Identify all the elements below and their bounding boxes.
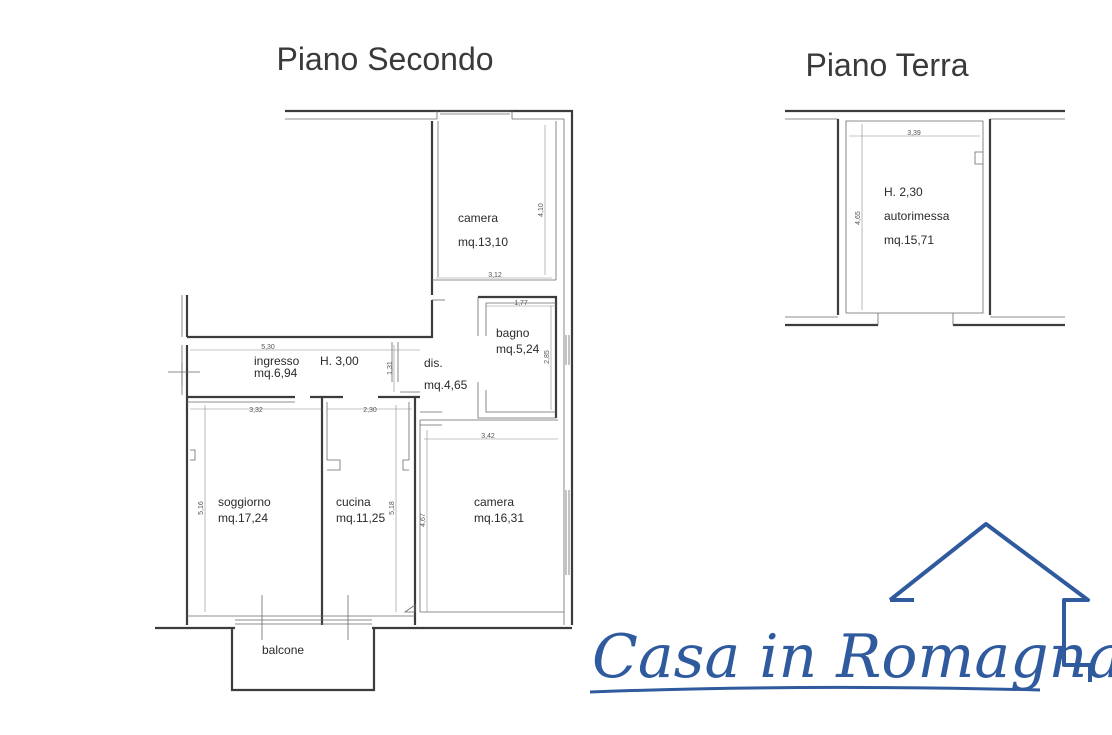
room-soggiorno-area: mq.17,24: [218, 511, 268, 525]
title-piano-terra: Piano Terra: [805, 47, 968, 83]
dim-bagno-width: 1,77: [514, 300, 528, 307]
room-soggiorno-name: soggiorno: [218, 495, 271, 509]
dim-soggiorno-width: 3,32: [249, 407, 263, 414]
dim-camera-top-width: 3,12: [488, 272, 502, 279]
room-autorimessa-height: H. 2,30: [884, 185, 923, 199]
room-bagno-area: mq.5,24: [496, 342, 540, 356]
room-ingresso-height: H. 3,00: [320, 354, 359, 368]
logo-wordmark: Casa in Romagna: [592, 622, 1112, 692]
dim-cucina-width: 2,30: [363, 407, 377, 414]
room-camera-top-name: camera: [458, 211, 498, 225]
dim-cucina-height: 5,18: [389, 501, 396, 515]
dim-ingresso-width: 5,30: [261, 344, 275, 351]
room-ingresso-name: ingresso: [254, 354, 300, 368]
room-balcone-name: balcone: [262, 643, 304, 657]
casa-in-romagna-logo: Casa in Romagna: [589, 522, 1112, 694]
dim-dis-height: 1,31: [387, 361, 394, 375]
dim-autorimessa-width: 3,39: [907, 130, 921, 137]
dim-bagno-height: 2,85: [544, 350, 551, 364]
room-ingresso-area: mq.6,94: [254, 366, 298, 380]
room-camera-bottom-name: camera: [474, 495, 514, 509]
room-cucina-name: cucina: [336, 495, 371, 509]
second-floor-dimension-lines: [190, 125, 558, 612]
room-camera-top-area: mq.13,10: [458, 235, 508, 249]
second-floor-walls: [155, 109, 574, 692]
room-camera-bottom-area: mq.16,31: [474, 511, 524, 525]
dim-autorimessa-height: 4,65: [855, 211, 862, 225]
room-dis-name: dis.: [424, 356, 443, 370]
room-autorimessa-name: autorimessa: [884, 209, 950, 223]
dim-camera-top-height: 4,10: [538, 203, 545, 217]
room-bagno-name: bagno: [496, 326, 530, 340]
ground-floor-walls: [785, 109, 1065, 327]
title-piano-secondo: Piano Secondo: [276, 41, 493, 77]
room-dis-area: mq.4,65: [424, 378, 468, 392]
dim-camera-bottom-height: 4,67: [420, 513, 427, 527]
room-autorimessa-area: mq.15,71: [884, 233, 934, 247]
dim-camera-bottom-width: 3,42: [481, 433, 495, 440]
dim-soggiorno-height: 5,16: [198, 501, 205, 515]
room-cucina-area: mq.11,25: [336, 511, 385, 525]
house-roof-icon: [888, 522, 1092, 682]
